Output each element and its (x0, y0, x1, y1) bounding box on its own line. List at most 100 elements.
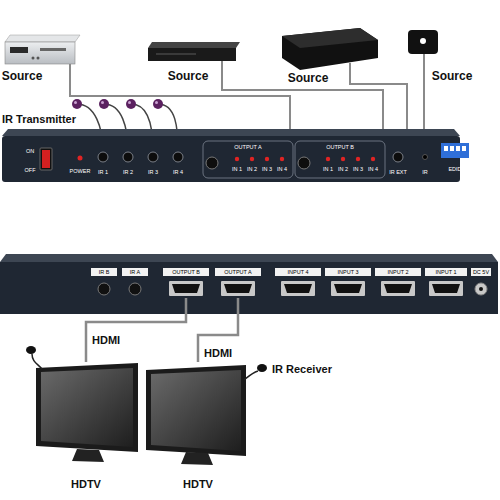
hdmi-input: INPUT 1 (423, 268, 469, 298)
dip-switch (441, 143, 469, 158)
tv-stand (181, 452, 213, 465)
hdmi-input: INPUT 2 (373, 268, 423, 298)
box-display (10, 47, 28, 53)
power-switch (40, 148, 52, 170)
port-label: INPUT 4 (275, 268, 321, 276)
group-label: OUTPUT B (326, 144, 354, 150)
led-label: POWER (70, 168, 91, 174)
hdtv: HDTV (30, 362, 142, 494)
port-label: OUTPUT B (163, 268, 209, 276)
receiver-cable (244, 371, 258, 380)
cable-label: HDMI (203, 347, 233, 360)
hdmi-socket (284, 284, 312, 293)
port-label: INPUT 1 (425, 268, 467, 276)
switch-label: OFF (25, 167, 36, 173)
ir-receivers (26, 346, 267, 380)
led-label: IN 3 (262, 166, 272, 172)
ir-emitter (99, 99, 109, 109)
hdmi-socket (334, 284, 362, 293)
hdmi-socket (384, 284, 412, 293)
ir-jack (98, 283, 110, 295)
source-cable (423, 54, 425, 134)
dip-tab (456, 146, 460, 151)
jack-label: IR 1 (98, 169, 108, 175)
ir-emitter (72, 99, 82, 109)
hdmi-port (381, 281, 415, 296)
select-button (206, 157, 218, 169)
source-label: Source (168, 70, 209, 84)
media-box (408, 30, 438, 54)
tv-right (146, 365, 246, 465)
hdmi-output: OUTPUT A (213, 268, 263, 298)
emitter-highlight (74, 101, 77, 104)
power-input: DC 5V (469, 268, 493, 298)
ir-jack (148, 152, 158, 162)
tv-frame (36, 363, 138, 452)
hdmi-port (429, 281, 463, 296)
ir-receiver-label: IR Receiver (272, 363, 332, 376)
hdmi-input: INPUT 3 (323, 268, 373, 298)
box-slot (40, 48, 66, 51)
hdmi-input: INPUT 4 (273, 268, 323, 298)
dip-tab (462, 146, 466, 151)
ir-port: IR B (89, 268, 119, 298)
source-label: Source (432, 70, 473, 84)
ir-port: IR A (120, 268, 150, 298)
console-body (282, 28, 378, 70)
dvd-player (148, 42, 240, 61)
hdmi-socket (172, 284, 200, 293)
ir-receiver (257, 364, 267, 372)
receiver-cable (32, 354, 42, 369)
set-top-box (5, 35, 80, 64)
ir-emitter (126, 99, 136, 109)
group-label: OUTPUT A (234, 144, 261, 150)
ir-jack (123, 152, 133, 162)
tv-stand (72, 449, 104, 462)
input-led (371, 157, 375, 161)
jack-label: IR EXT (389, 169, 407, 175)
panel-face (2, 136, 460, 182)
input-led (326, 157, 330, 161)
emitter-highlight (128, 101, 131, 104)
input-led (341, 157, 345, 161)
dvd-front (148, 48, 236, 61)
led-label: IN 2 (247, 166, 257, 172)
jack-label: IR 3 (148, 169, 158, 175)
cable-label: HDMI (91, 334, 121, 347)
console-top (282, 28, 378, 48)
hdtv: HDTV (144, 362, 252, 494)
power-led (78, 156, 83, 161)
port-label: DC 5V (471, 268, 491, 276)
dc-pin (479, 287, 483, 291)
panel-face (0, 262, 498, 314)
dvd-top (148, 42, 240, 48)
led-label: IN 1 (323, 166, 333, 172)
led-label: IN 4 (368, 166, 378, 172)
box-button (37, 57, 40, 60)
input-led (250, 157, 254, 161)
input-led (235, 157, 239, 161)
input-led (265, 157, 269, 161)
port-label: INPUT 2 (375, 268, 421, 276)
sensor-label: IR (422, 169, 428, 175)
led-label: IN 3 (353, 166, 363, 172)
input-led (280, 157, 284, 161)
hdmi-port (221, 281, 255, 296)
switch-label: EDID (448, 166, 461, 172)
hdmi-port (169, 281, 203, 296)
dc-jack (475, 283, 487, 295)
box-front (5, 42, 75, 64)
dip-tab (444, 146, 448, 151)
hdmi-output: OUTPUT B (161, 268, 211, 298)
emitter-highlight (101, 101, 104, 104)
device-label: HDTV (30, 478, 142, 491)
back-panel (0, 254, 498, 314)
port-label: IR B (91, 268, 117, 276)
box-top (5, 35, 80, 42)
ir-transmitter-label: IR Transmitter (2, 113, 76, 126)
dvd-tray (156, 53, 196, 55)
source-cables (70, 54, 424, 134)
